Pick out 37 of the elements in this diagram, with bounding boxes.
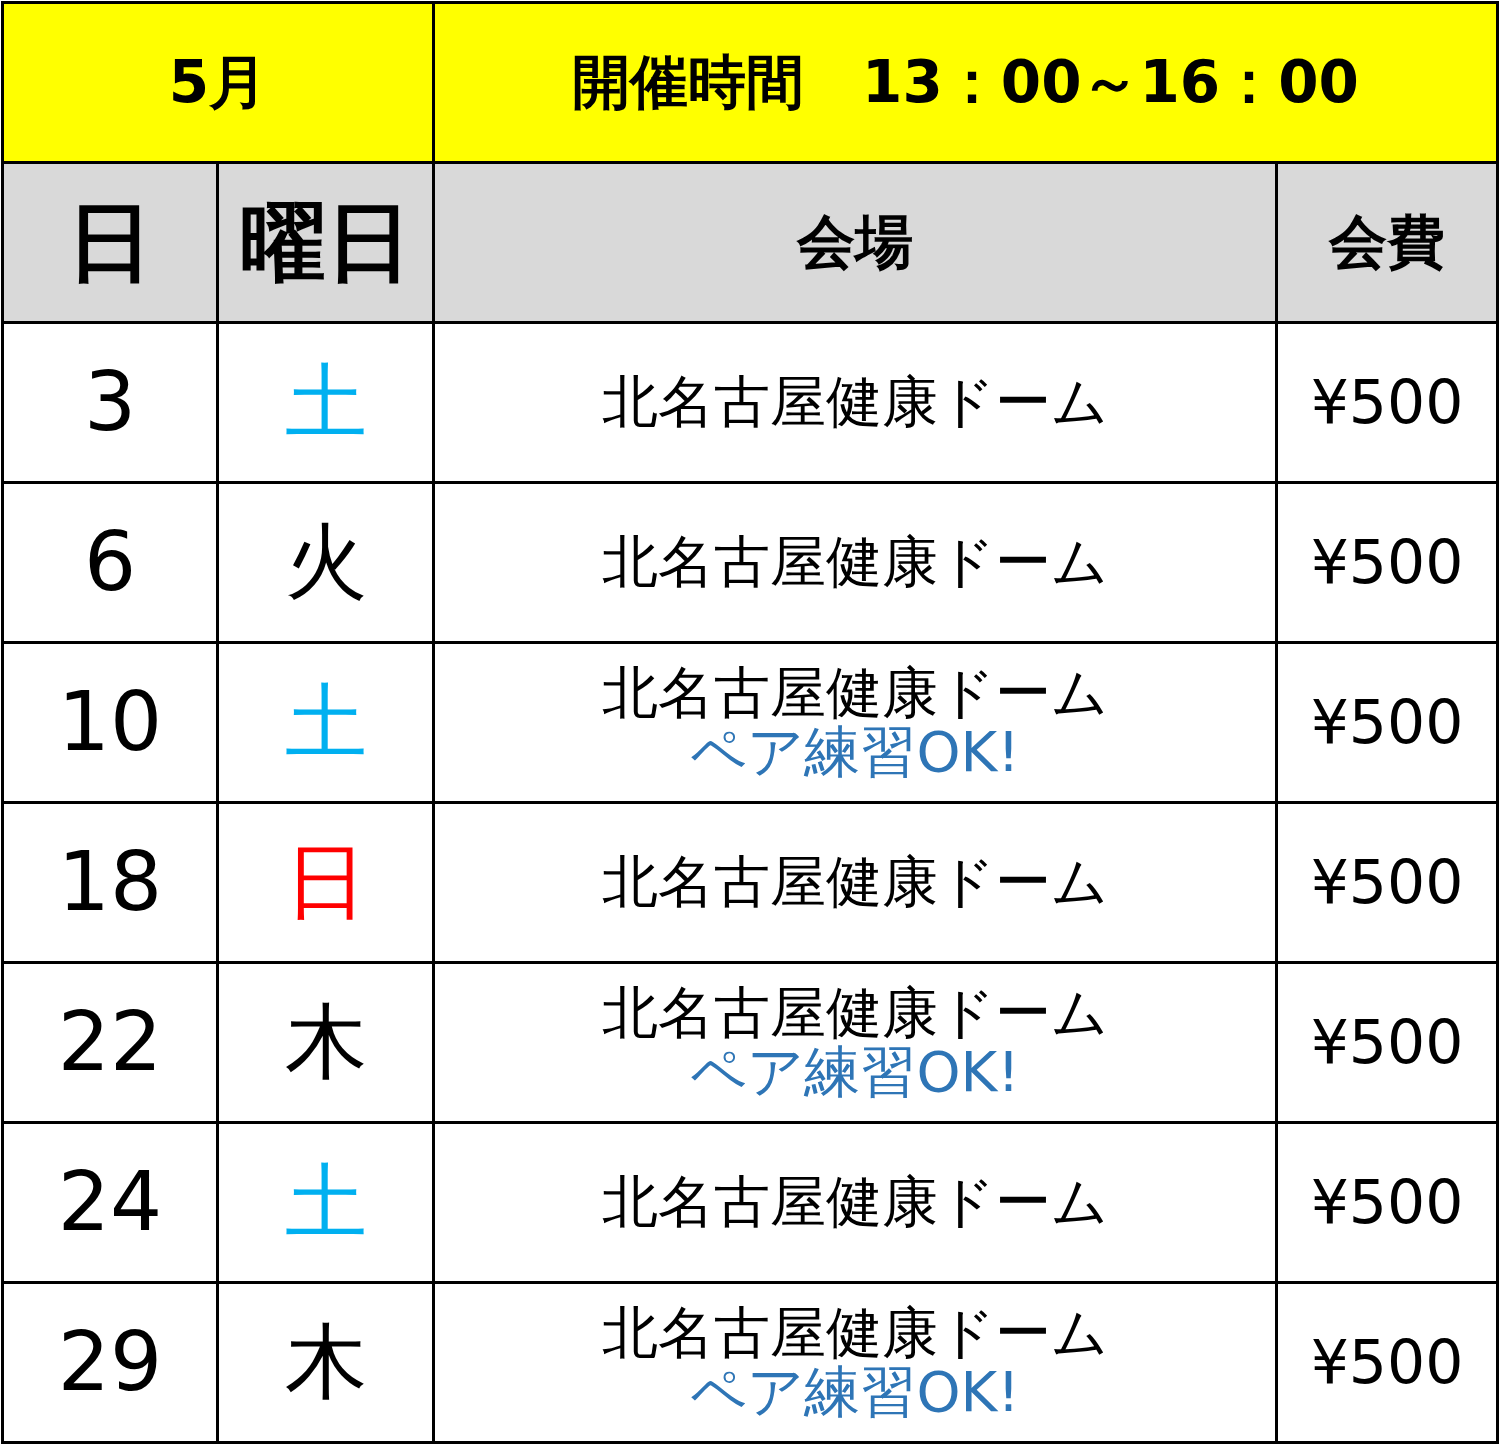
column-header: 会場	[797, 212, 913, 273]
weekday: 土	[284, 359, 367, 446]
time-heading: 開催時間 13：00～16：00	[572, 52, 1359, 113]
weekday: 木	[284, 999, 367, 1086]
weekday: 火	[284, 519, 367, 606]
day-number: 18	[57, 839, 163, 926]
day-number: 24	[57, 1159, 163, 1246]
weekday: 木	[284, 1319, 367, 1406]
fee: ¥500	[1310, 1331, 1464, 1394]
venue-name: 北名古屋健康ドーム	[602, 983, 1108, 1043]
day-number: 10	[57, 679, 163, 766]
venue-name: 北名古屋健康ドーム	[602, 373, 1108, 432]
venue-name: 北名古屋健康ドーム	[602, 663, 1108, 723]
month-heading: 5月	[168, 52, 268, 113]
day-number: 6	[83, 519, 137, 606]
column-header: 会費	[1329, 212, 1445, 273]
fee: ¥500	[1310, 531, 1464, 594]
fee: ¥500	[1310, 1171, 1464, 1234]
column-header: 日	[67, 197, 153, 288]
weekday: 土	[284, 679, 367, 766]
fee: ¥500	[1310, 851, 1464, 914]
venue-name: 北名古屋健康ドーム	[602, 533, 1108, 592]
weekday: 日	[284, 839, 367, 926]
venue-name: 北名古屋健康ドーム	[602, 853, 1108, 912]
day-number: 22	[57, 999, 163, 1086]
note: ペア練習OK!	[690, 722, 1020, 782]
note: ペア練習OK!	[690, 1362, 1020, 1422]
note: ペア練習OK!	[690, 1042, 1020, 1102]
fee: ¥500	[1310, 371, 1464, 434]
venue-name: 北名古屋健康ドーム	[602, 1173, 1108, 1232]
day-number: 29	[57, 1319, 163, 1406]
weekday: 土	[284, 1159, 367, 1246]
venue-name: 北名古屋健康ドーム	[602, 1303, 1108, 1363]
fee: ¥500	[1310, 1011, 1464, 1074]
day-number: 3	[83, 359, 137, 446]
fee: ¥500	[1310, 691, 1464, 754]
column-header: 曜日	[239, 197, 412, 288]
